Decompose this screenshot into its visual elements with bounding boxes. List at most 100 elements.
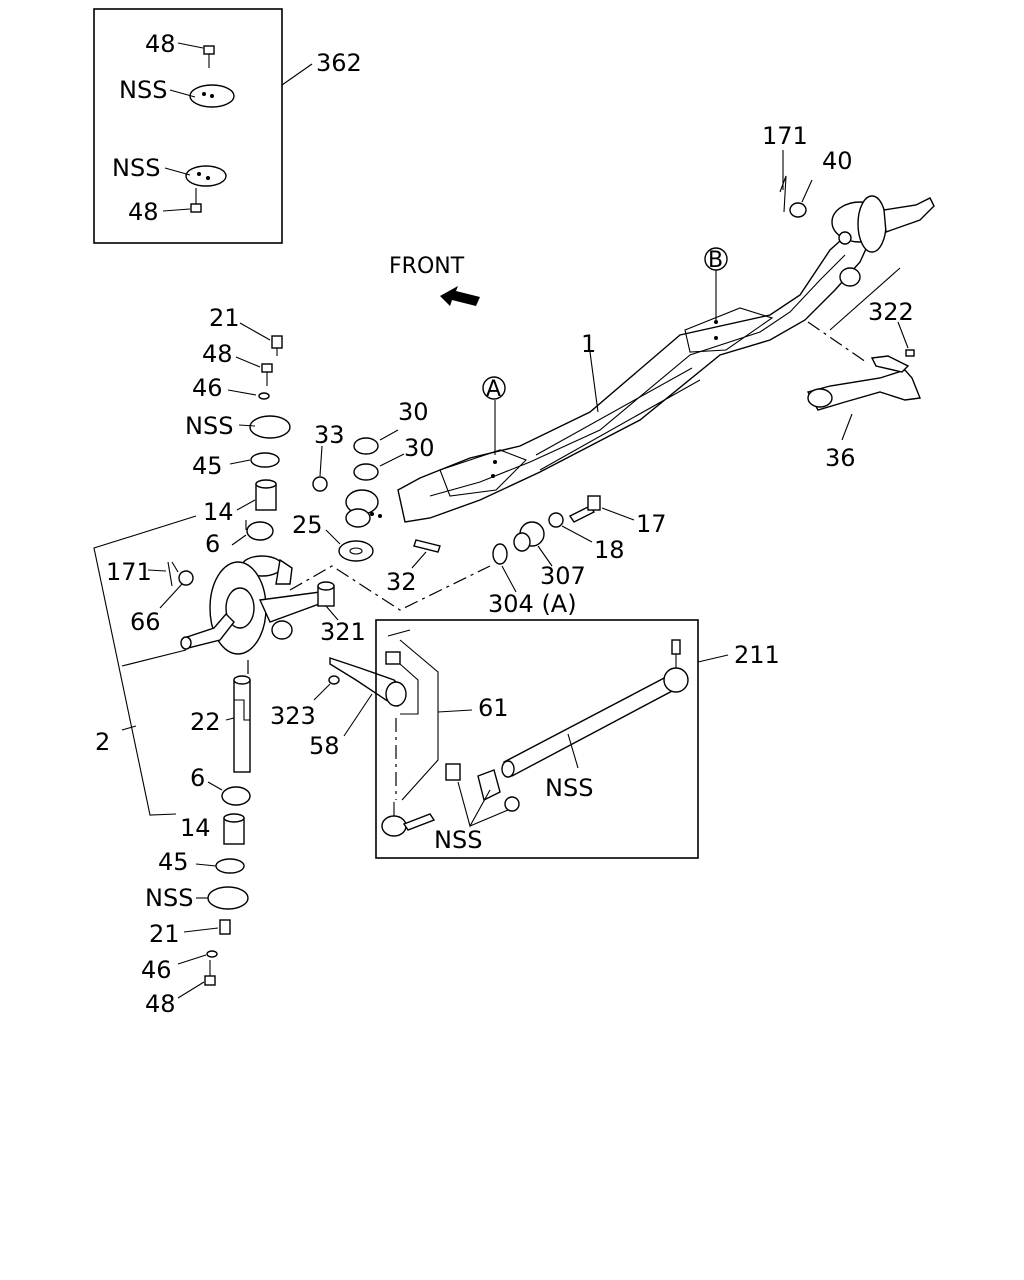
label-58: 58 <box>309 732 340 760</box>
steering-arm-36 <box>806 355 921 411</box>
label-33: 33 <box>314 421 345 449</box>
label-nss: NSS <box>112 154 160 182</box>
cover-plate-nss-top <box>249 415 291 439</box>
label-48: 48 <box>145 990 176 1018</box>
label-48: 48 <box>145 30 176 58</box>
label-30: 30 <box>398 398 429 426</box>
grease-nipple-21-bottom <box>219 919 231 935</box>
group-2-bracket <box>93 515 197 816</box>
label-17: 17 <box>636 510 667 538</box>
label-nss: NSS <box>434 826 482 854</box>
ref-marker-b-label: B <box>708 248 723 273</box>
label-46: 46 <box>192 374 223 402</box>
label-61: 61 <box>478 694 509 722</box>
label-18: 18 <box>594 536 625 564</box>
nut-33 <box>312 476 328 492</box>
cotter-pin-171-right <box>779 150 787 213</box>
label-322: 322 <box>868 298 914 326</box>
pin-32 <box>413 539 441 553</box>
shim-30-b <box>353 463 379 481</box>
bolt-48-kingpin-top <box>261 363 273 386</box>
plate-nss-top <box>189 84 235 108</box>
bolt-17 <box>568 495 601 523</box>
label-48: 48 <box>128 198 159 226</box>
pin-322 <box>905 349 915 357</box>
ref-marker-a-label: A <box>486 377 501 402</box>
washer-46-bottom <box>206 950 218 958</box>
king-pin-22 <box>233 675 251 773</box>
seal-6-bottom <box>221 786 251 806</box>
label-323: 323 <box>270 702 316 730</box>
label-25: 25 <box>292 511 323 539</box>
label-21: 21 <box>209 304 240 332</box>
plate-nss-bottom <box>185 165 227 187</box>
label-171: 171 <box>106 558 152 586</box>
axle-beam <box>397 231 871 523</box>
bushing-14-bottom <box>223 813 245 845</box>
shim-45-bottom <box>215 858 245 874</box>
inset-box-362: 48 362 NSS NSS 48 <box>93 8 362 244</box>
front-indicator: FRONT <box>389 254 480 306</box>
label-307: 307 <box>540 562 586 590</box>
right-knuckle <box>831 195 935 287</box>
tie-rod-box <box>375 619 699 859</box>
label-2: 2 <box>95 728 110 756</box>
label-66: 66 <box>130 608 161 636</box>
cotter-pin-61 <box>387 629 411 637</box>
label-nss: NSS <box>545 774 593 802</box>
front-label: FRONT <box>389 254 465 279</box>
label-nss: NSS <box>185 412 233 440</box>
nut-18 <box>548 512 564 528</box>
nut-66 <box>178 570 194 586</box>
label-6: 6 <box>205 530 220 558</box>
label-45: 45 <box>192 452 223 480</box>
bolt-48-top <box>203 45 215 68</box>
label-304: 304 (A) <box>488 590 577 618</box>
cotter-pin-171-left <box>167 561 179 587</box>
label-nss: NSS <box>119 76 167 104</box>
bushing-14-top <box>255 479 277 511</box>
label-32: 32 <box>386 568 417 596</box>
seal-6-top <box>246 521 274 541</box>
cover-plate-nss-bottom <box>207 886 249 910</box>
label-22: 22 <box>190 708 221 736</box>
bolt-48-kingpin-bottom <box>204 960 216 986</box>
front-arrow-icon <box>440 286 480 306</box>
sleeve-321 <box>317 581 335 607</box>
label-321: 321 <box>320 618 366 646</box>
ref-marker-a: A <box>482 376 506 402</box>
thrust-bearing-25 <box>338 540 374 562</box>
label-45: 45 <box>158 848 189 876</box>
bolt-48-bottom <box>190 188 202 213</box>
seal-304 <box>492 543 508 565</box>
nut-40 <box>789 202 807 218</box>
tie-rod-end-left <box>381 802 436 837</box>
label-36: 36 <box>825 444 856 472</box>
label-14: 14 <box>180 814 211 842</box>
label-nss: NSS <box>145 884 193 912</box>
tie-rod-end-right <box>663 639 689 693</box>
shim-45-top <box>250 452 280 468</box>
label-48: 48 <box>202 340 233 368</box>
label-362: 362 <box>316 49 362 77</box>
label-40: 40 <box>822 147 853 175</box>
label-46: 46 <box>141 956 172 984</box>
tie-rod-tube-nss <box>501 675 675 778</box>
left-knuckle <box>180 555 332 655</box>
key-323 <box>328 675 340 685</box>
clamp-nss <box>445 763 520 812</box>
label-1: 1 <box>581 330 596 358</box>
tie-rod-arm-58 <box>329 657 407 707</box>
shim-30-a <box>353 437 379 455</box>
nut-61 <box>385 651 401 665</box>
label-21: 21 <box>149 920 180 948</box>
label-211: 211 <box>734 641 780 669</box>
beam-eye-left <box>345 489 382 528</box>
ref-marker-b: B <box>704 247 728 273</box>
label-171: 171 <box>762 122 808 150</box>
washer-46-top <box>258 392 270 400</box>
label-6: 6 <box>190 764 205 792</box>
label-14: 14 <box>203 498 234 526</box>
bushing-307 <box>513 521 545 552</box>
